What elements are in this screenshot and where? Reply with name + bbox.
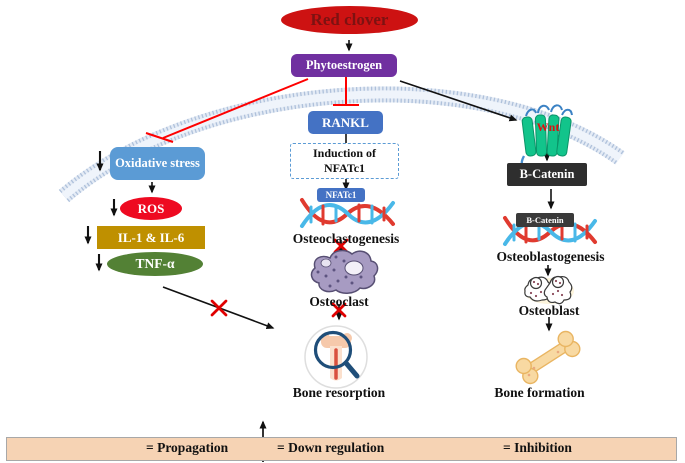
induction-line2: NFATc1 [323, 161, 366, 175]
legend-down-regulation: = Down regulation [277, 440, 385, 455]
legend-bar [6, 437, 677, 461]
label-osteoblast: Osteoblast [518, 303, 580, 318]
node-induction-of-nfatc1: Induction of NFATc1 [290, 143, 399, 179]
b-catenin-dna-tag: B-Catenin [516, 213, 574, 227]
inhibition-x-marks [210, 238, 349, 318]
node-rankl: RANKL [308, 111, 383, 134]
node-il1-il6: IL-1 & IL-6 [97, 226, 205, 249]
node-tnf-alpha: TNF-α [107, 252, 203, 276]
osteoclast-cell-illustration [310, 249, 379, 294]
node-oxidative-stress: Oxidative stress [110, 147, 205, 180]
dna-helix-nfatc1 [300, 198, 395, 228]
node-red-clover: Red clover [281, 6, 418, 34]
inhibition-lines [145, 77, 359, 143]
dna-helix-bcatenin [503, 216, 597, 246]
node-b-catenin: B-Catenin [507, 163, 587, 186]
down-regulation-arrows [84, 151, 118, 272]
node-phytoestrogen: Phytoestrogen [291, 54, 397, 77]
legend-inhibition: = Inhibition [503, 440, 572, 455]
osteoblast-cells-illustration [524, 275, 574, 305]
bone-resorption-illustration [304, 325, 368, 389]
label-wnt: Wnt [536, 120, 560, 134]
magnifier-icon [313, 330, 353, 370]
label-osteoclast: Osteoclast [309, 294, 369, 309]
node-ros: ROS [120, 197, 182, 220]
wnt-receptor-illustration [520, 104, 573, 171]
label-bone-resorption: Bone resorption [292, 385, 386, 400]
label-bone-formation: Bone formation [494, 385, 585, 400]
label-osteoclastogenesis: Osteoclastogenesis [292, 231, 400, 246]
bone-formation-illustration [515, 330, 581, 385]
nfatc1-dna-tag: NFATc1 [317, 188, 365, 202]
induction-line1: Induction of [312, 146, 377, 160]
label-osteoblastogenesis: Osteoblastogenesis [496, 249, 605, 264]
legend-propagation: = Propagation [146, 440, 229, 455]
